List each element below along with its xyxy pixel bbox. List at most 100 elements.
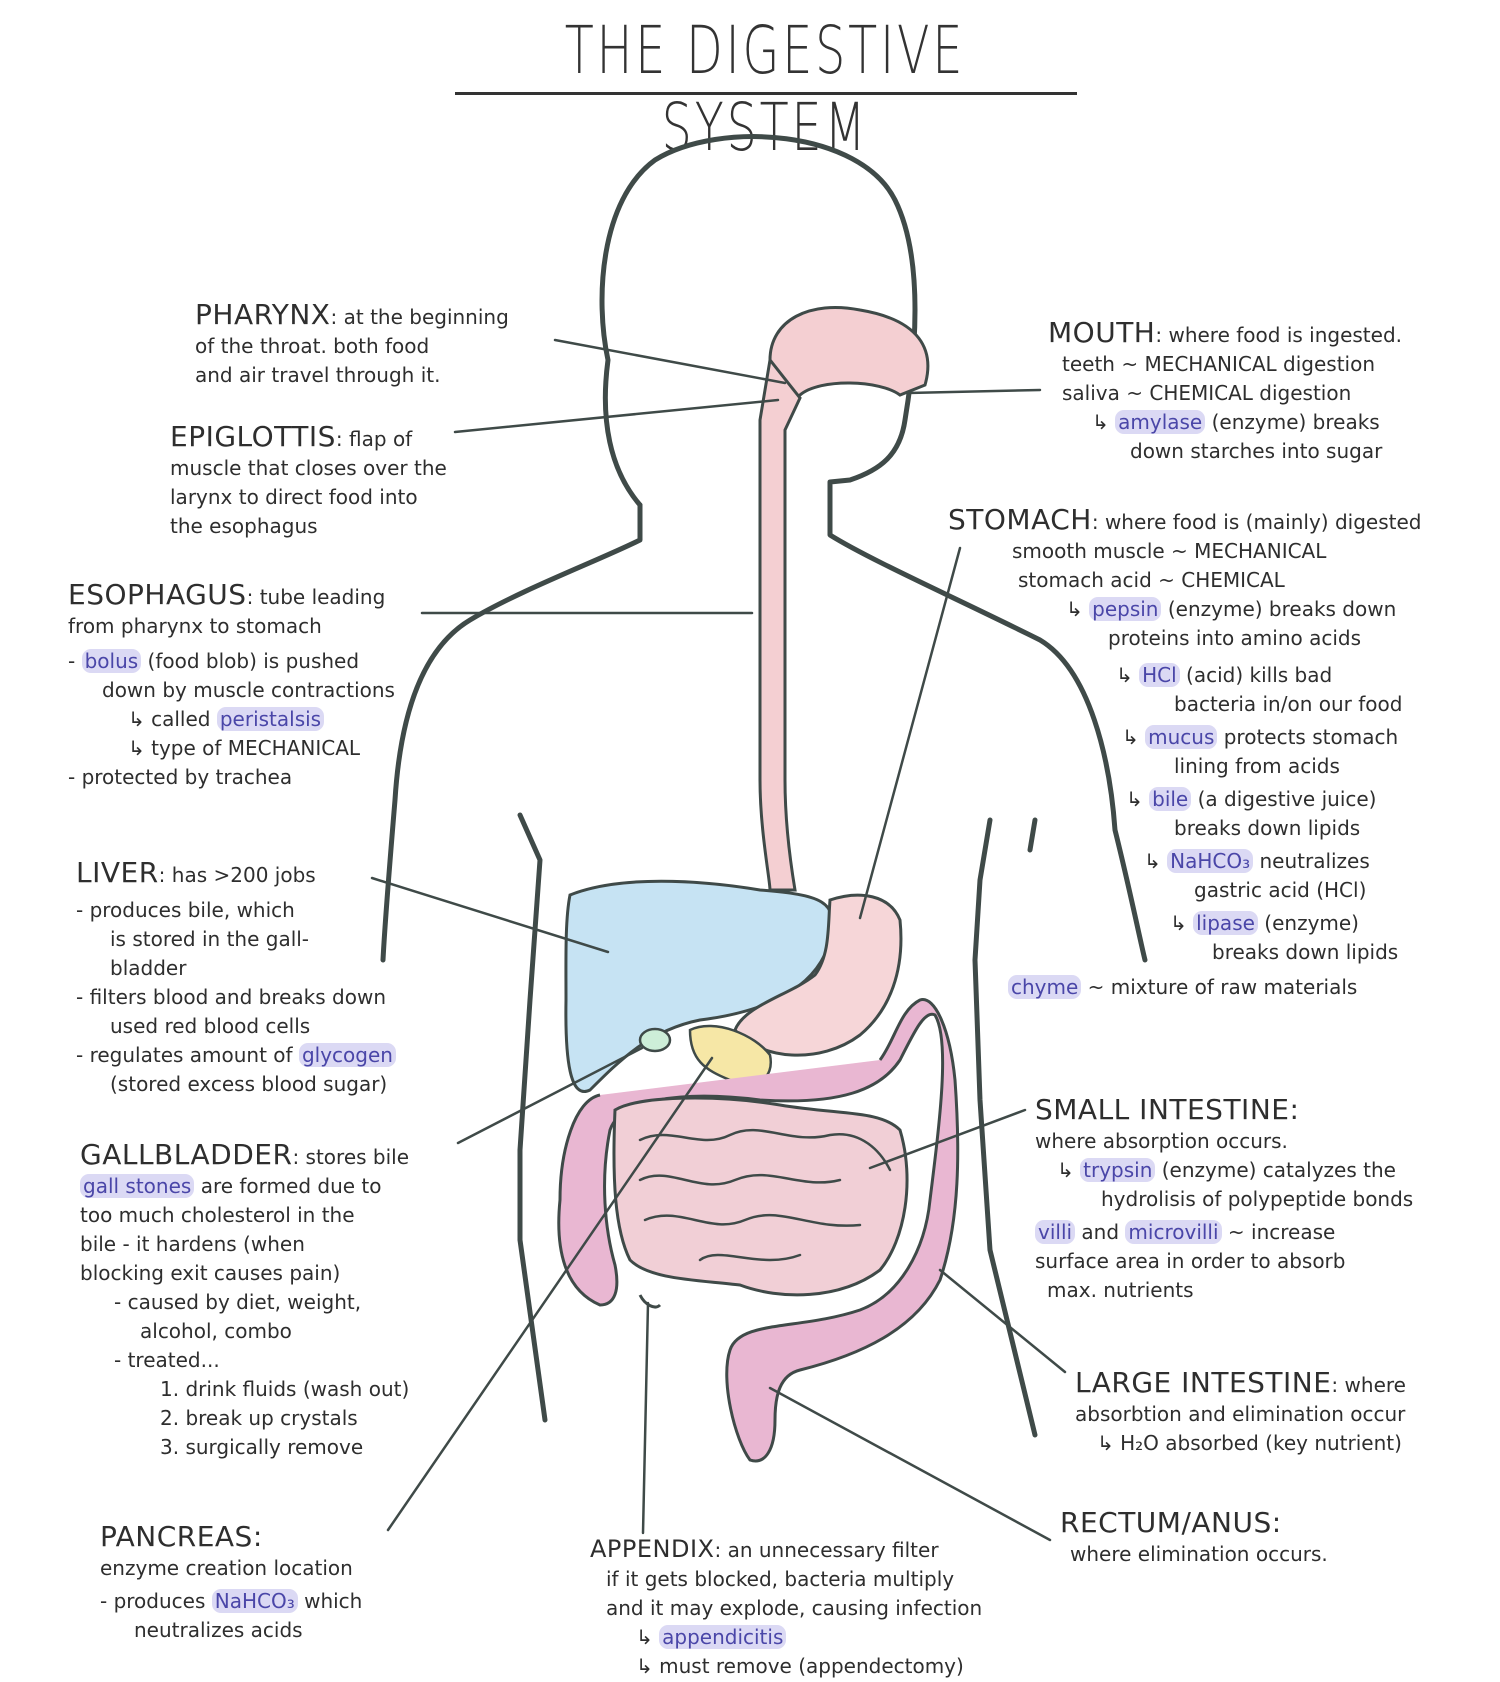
pepsin-highlight: pepsin [1089,597,1162,621]
small-intestine-line: surface area in order to absorb [1035,1249,1346,1273]
stomach-line: proteins into amino acids [1108,626,1362,650]
stomach-line: (enzyme) [1264,911,1359,935]
pharynx-line: at the beginning [343,305,509,329]
note-pancreas: PANCREAS: enzyme creation location - pro… [100,1522,362,1645]
epiglottis-heading: EPIGLOTTIS [170,420,336,453]
gallbladder [638,1027,672,1053]
small-intestine-line: ~ increase [1227,1220,1336,1244]
stomach-line: smooth muscle ~ MECHANICAL [1012,539,1327,563]
hcl-highlight: HCl [1139,663,1180,687]
title-underline [455,92,1077,95]
note-liver: LIVER: has >200 jobs - produces bile, wh… [76,858,396,1099]
pharynx-heading: PHARYNX [195,298,331,331]
liver-heading: LIVER [76,856,159,889]
stomach-line: gastric acid (HCl) [1194,878,1367,902]
microvilli-highlight: microvilli [1125,1220,1222,1244]
appendicitis-highlight: appendicitis [659,1625,787,1649]
appendix-line: and it may explode, causing infection [606,1596,983,1620]
liver-line: - filters blood and breaks down [76,985,386,1009]
pancreas-heading: PANCREAS: [100,1520,263,1553]
note-large-intestine: LARGE INTESTINE: where absorbtion and el… [1075,1368,1406,1458]
pancreas-line: neutralizes acids [134,1618,303,1642]
pharynx-line: and air travel through it. [195,363,441,387]
stomach-line: where food is (mainly) digested [1104,510,1422,534]
mouth-heading: MOUTH [1048,316,1156,349]
liver-line: - produces bile, which [76,898,295,922]
mucus-highlight: mucus [1145,725,1218,749]
stomach-line: breaks down lipids [1212,940,1399,964]
note-appendix: APPENDIX: an unnecessary filter if it ge… [590,1535,982,1681]
leader-pancreas [386,1056,714,1532]
rectum-anus-heading: RECTUM/ANUS: [1060,1506,1282,1539]
gallbladder-line: - treated... [114,1348,220,1372]
leader-gallbladder [456,1046,644,1145]
liver-line: (stored excess blood sugar) [110,1072,388,1096]
gallbladder-line: 3. surgically remove [160,1435,364,1459]
pharynx-line: of the throat. both food [195,334,430,358]
stomach-line: ~ mixture of raw materials [1087,975,1358,999]
pancreas-line: enzyme creation location [100,1556,353,1580]
pancreas-line: - produces [100,1589,206,1613]
esophagus-line: tube leading [259,585,386,609]
leader-small-intestine [868,1108,1027,1170]
esophagus-heading: ESOPHAGUS [68,578,247,611]
left-arm-inner [517,812,548,1423]
note-epiglottis: EPIGLOTTIS: flap of muscle that closes o… [170,422,447,541]
gallbladder-line: 2. break up crystals [160,1406,358,1430]
mouth-line: down starches into sugar [1130,439,1383,463]
amylase-highlight: amylase [1115,410,1206,434]
appendix-line: ↳ must remove (appendectomy) [636,1654,964,1678]
chyme-highlight: chyme [1008,975,1082,999]
right-arm-inner [972,817,1038,1438]
mouth-line: saliva ~ CHEMICAL digestion [1062,381,1352,405]
leader-epiglottis [453,398,780,434]
epiglottis-line: muscle that closes over the [170,456,447,480]
note-stomach: STOMACH: where food is (mainly) digested… [948,503,1422,999]
glycogen-highlight: glycogen [298,1043,396,1067]
gallbladder-line: too much cholesterol in the [80,1203,355,1227]
liver-line: used red blood cells [110,1014,311,1038]
mouth-line: teeth ~ MECHANICAL digestion [1062,352,1376,376]
stomach-line: (acid) kills bad [1186,663,1333,687]
epiglottis-line: the esophagus [170,514,318,538]
epiglottis-line: flap of [349,427,413,451]
liver-line: bladder [110,956,187,980]
bolus-highlight: bolus [81,649,142,673]
stomach-heading: STOMACH [948,503,1092,536]
stomach-line: breaks down lipids [1174,816,1361,840]
appendix [638,1294,662,1309]
esophagus-line: (food blob) is pushed [147,649,360,673]
appendix-heading: APPENDIX [590,1535,715,1563]
gallbladder-line: alcohol, combo [140,1319,292,1343]
stomach-line: (a digestive juice) [1197,787,1377,811]
stomach-line: stomach acid ~ CHEMICAL [1018,568,1285,592]
leader-mouth [906,388,1042,395]
gallbladder-line: - caused by diet, weight, [114,1290,362,1314]
large-intestine-line: ↳ H₂O absorbed (key nutrient) [1097,1431,1402,1455]
gallbladder-heading: GALLBLADDER [80,1138,293,1171]
leader-stomach [858,546,962,920]
gallbladder-line: bile - it hardens (when [80,1232,305,1256]
leader-pharynx [553,338,787,385]
villi-highlight: villi [1035,1220,1076,1244]
note-pharynx: PHARYNX: at the beginning of the throat.… [195,300,509,390]
large-intestine-heading: LARGE INTESTINE [1075,1366,1332,1399]
leader-appendix [641,1301,650,1535]
large-intestine-line: absorbtion and elimination occur [1075,1402,1406,1426]
appendix-line: if it gets blocked, bacteria multiply [606,1567,955,1591]
mouth-line: where food is ingested. [1168,323,1403,347]
stomach-line: (enzyme) breaks down [1167,597,1397,621]
leader-liver [370,876,610,954]
small-intestine-line: (enzyme) catalyzes the [1161,1158,1396,1182]
pancreas-line: which [304,1589,363,1613]
note-small-intestine: SMALL INTESTINE: where absorption occurs… [1035,1095,1413,1305]
appendix-line: an unnecessary filter [727,1538,939,1562]
page-title: THE DIGESTIVE SYSTEM [564,12,966,166]
small-intestine-line: hydrolisis of polypeptide bonds [1101,1187,1414,1211]
leader-rectum [768,1386,1052,1542]
liver-line: - regulates amount of [76,1043,293,1067]
esophagus-line: ↳ type of MECHANICAL [128,736,361,760]
large-intestine-line: where [1344,1373,1406,1397]
small-intestine [612,1096,909,1297]
